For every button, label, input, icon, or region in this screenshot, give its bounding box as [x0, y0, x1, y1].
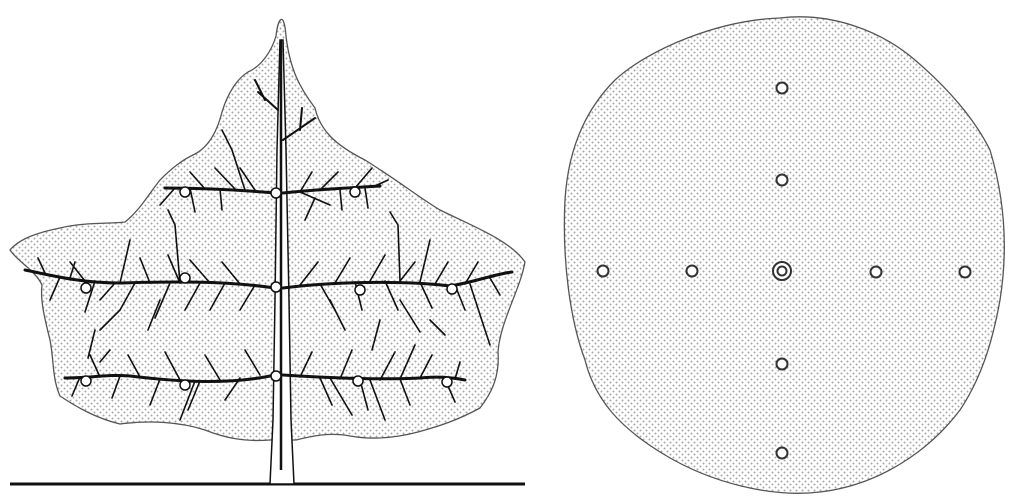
point-south-outer: [777, 448, 788, 459]
point-east-outer: [960, 267, 971, 278]
point-center: [773, 262, 791, 280]
node-lower-center: [271, 371, 281, 381]
point-north-outer: [777, 83, 788, 94]
point-west-outer: [598, 266, 609, 277]
side-elevation-view: [10, 19, 525, 484]
node-upper-center: [271, 188, 281, 198]
point-east-inner: [871, 267, 882, 278]
node-middle-left-1: [180, 273, 190, 283]
node-middle-right-1: [355, 285, 365, 295]
node-lower-right-1: [353, 376, 363, 386]
node-lower-left-1: [180, 380, 190, 390]
node-middle-right-2: [447, 284, 457, 294]
node-upper-right: [350, 187, 360, 197]
point-west-inner: [687, 266, 698, 277]
node-lower-right-2: [442, 377, 452, 387]
point-south-inner: [777, 359, 788, 370]
node-middle-center: [271, 282, 281, 292]
point-north-inner: [777, 175, 788, 186]
plan-view: [564, 17, 1004, 493]
node-upper-left: [180, 187, 190, 197]
node-middle-left-2: [81, 283, 91, 293]
node-lower-left-2: [81, 376, 91, 386]
